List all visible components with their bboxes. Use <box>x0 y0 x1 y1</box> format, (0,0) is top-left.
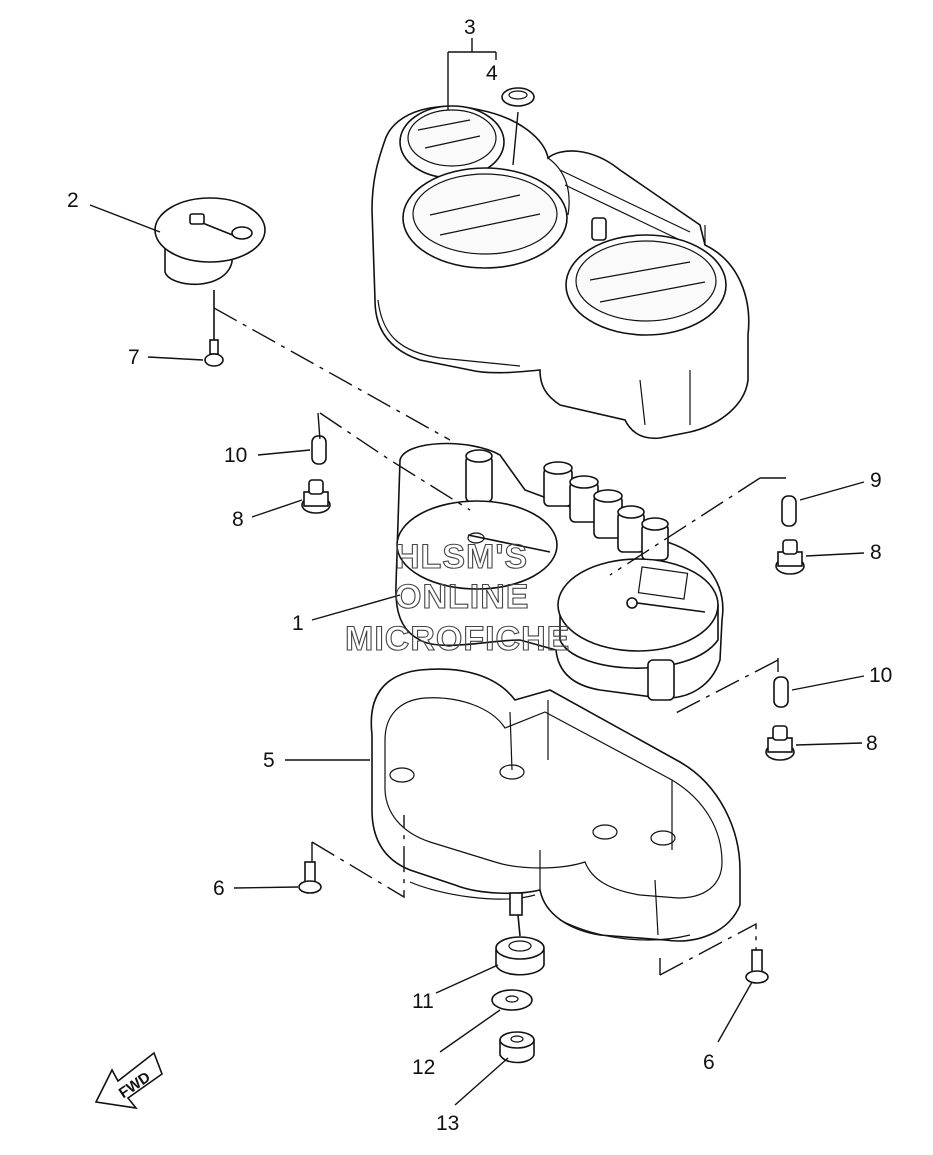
meter-assembly-part-1 <box>395 442 724 701</box>
leader-11 <box>435 964 499 994</box>
small-gauge-part-2 <box>154 197 266 286</box>
watermark-line-3: MICROFICHE <box>345 620 570 658</box>
socket-part-8-left <box>301 479 331 514</box>
assembly-line-left-screw <box>311 815 405 899</box>
leader-10-left <box>257 449 311 456</box>
leader-8-right-upper <box>805 552 865 557</box>
callout-1: 1 <box>292 612 304 635</box>
leader-9 <box>799 481 865 501</box>
assembly-line-left-bulb <box>317 412 471 511</box>
bulb-part-10-left <box>311 435 327 465</box>
leader-7 <box>147 356 204 361</box>
callout-13: 13 <box>436 1112 459 1135</box>
callout-7: 7 <box>128 346 140 369</box>
fwd-arrow: FWD <box>94 1051 163 1110</box>
watermark-line-1: HLSM'S <box>395 538 528 576</box>
assembly-line-center-stud <box>517 914 521 937</box>
assembly-line-lower-bulb <box>671 658 779 716</box>
screw-part-6-right <box>745 949 769 984</box>
callout-6-left: 6 <box>213 877 225 900</box>
leader-3 <box>447 38 496 110</box>
washer-part-12 <box>491 989 533 1011</box>
leader-10-right <box>791 675 865 691</box>
assembly-line-gauge <box>213 307 451 441</box>
assembly-line-right-bulb <box>609 477 790 576</box>
callout-12: 12 <box>412 1056 435 1079</box>
leader-1 <box>311 594 401 621</box>
screw-part-6-left <box>298 861 322 894</box>
nut-part-13 <box>499 1031 535 1064</box>
callout-8-right-lower: 8 <box>866 732 878 755</box>
socket-part-8-right-lower <box>765 725 795 761</box>
damper-part-11 <box>495 936 545 976</box>
leader-4 <box>495 52 519 166</box>
callout-3: 3 <box>464 16 476 39</box>
callout-4: 4 <box>486 62 498 85</box>
callout-5: 5 <box>263 749 275 772</box>
callout-10-left: 10 <box>224 444 247 467</box>
callout-2: 2 <box>67 189 79 212</box>
callout-9: 9 <box>870 469 882 492</box>
callout-10-right: 10 <box>869 664 892 687</box>
leader-2 <box>89 204 161 233</box>
leader-8-right-lower <box>795 742 863 746</box>
meter-upper-case <box>371 105 750 440</box>
watermark-line-2: ONLINE <box>395 578 529 616</box>
leader-6-right <box>717 981 753 1043</box>
assembly-line-right-screw <box>659 922 757 976</box>
screw-part-7 <box>204 339 224 367</box>
callout-8-right-upper: 8 <box>870 541 882 564</box>
callout-8-left: 8 <box>232 508 244 531</box>
callout-6-right: 6 <box>703 1051 715 1074</box>
watermark: HLSM'S ONLINE MICROFICHE <box>344 537 570 658</box>
lower-case-part-5 <box>370 668 741 942</box>
leader-13 <box>454 1057 509 1106</box>
callout-11: 11 <box>412 990 434 1013</box>
leader-8-left <box>251 499 303 518</box>
bulb-part-9 <box>781 495 797 527</box>
leader-6-left <box>233 886 299 889</box>
grommet-part-4 <box>501 87 535 107</box>
bulb-part-10-right <box>773 676 789 708</box>
socket-part-8-right-upper <box>775 539 805 575</box>
leader-12 <box>439 1009 501 1053</box>
